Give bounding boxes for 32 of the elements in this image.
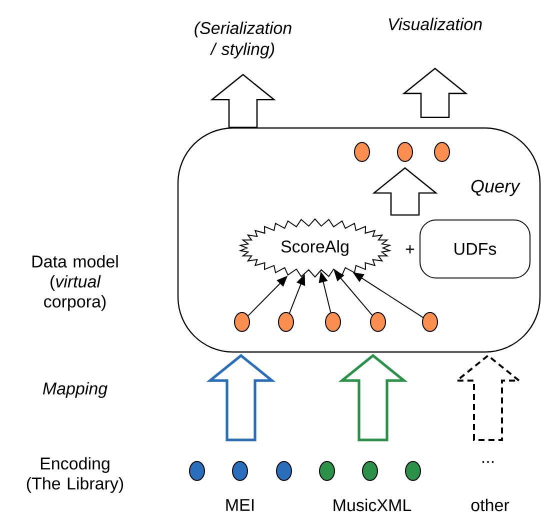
block-arrow bbox=[402, 68, 468, 118]
row-label: + bbox=[406, 245, 414, 254]
circle bbox=[405, 460, 421, 481]
circle bbox=[354, 142, 370, 162]
circle bbox=[434, 142, 450, 162]
block-arrow bbox=[206, 354, 276, 442]
process-box: UDFs bbox=[420, 220, 530, 278]
circle bbox=[276, 460, 292, 481]
circle bbox=[325, 312, 341, 332]
circle bbox=[189, 460, 205, 481]
row-label: MEI bbox=[226, 499, 254, 511]
circle bbox=[370, 312, 386, 332]
circle bbox=[232, 460, 248, 481]
row-label: MusicXML bbox=[334, 498, 412, 512]
circle bbox=[362, 460, 378, 481]
output-label: (Serialization / styling) bbox=[194, 22, 292, 58]
circle bbox=[278, 312, 294, 332]
data-model-box bbox=[177, 127, 541, 353]
row-label: other bbox=[471, 498, 510, 512]
row-label: Data model (virtual corpora) bbox=[32, 255, 118, 311]
block-arrow bbox=[210, 74, 276, 128]
row-label: ... bbox=[482, 461, 494, 463]
row-label: Mapping bbox=[42, 382, 108, 398]
circle bbox=[319, 460, 335, 481]
edge-label: Query bbox=[470, 178, 520, 198]
circle bbox=[234, 312, 250, 332]
output-label: Visualization bbox=[388, 18, 482, 30]
block-arrow bbox=[372, 167, 438, 216]
row-label: Encoding (The Library) bbox=[26, 457, 124, 493]
circle bbox=[397, 142, 413, 162]
circle bbox=[422, 312, 438, 332]
block-arrow bbox=[338, 354, 408, 442]
